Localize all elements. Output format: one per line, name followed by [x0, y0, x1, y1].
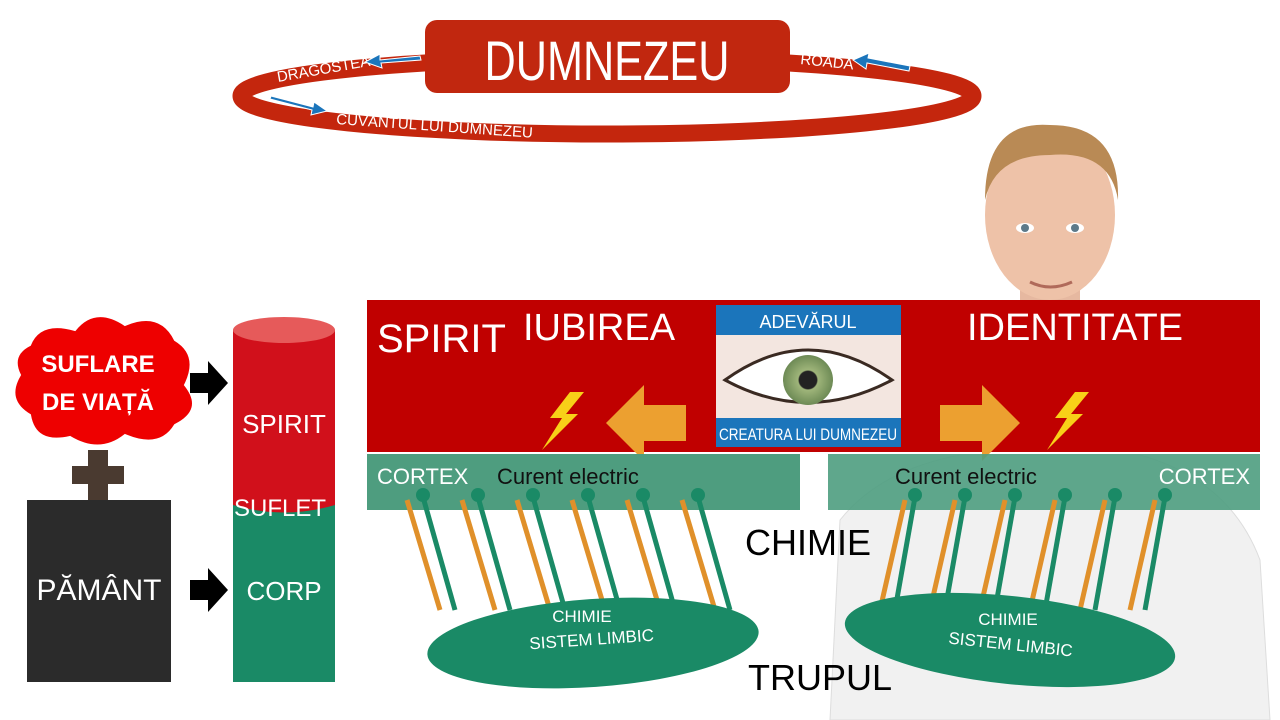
- arrow-right-icon: [190, 568, 228, 612]
- cloud-text-2: DE VIAȚĂ: [42, 388, 154, 416]
- love-title: IUBIREA: [523, 307, 676, 349]
- arrow-right-icon: [940, 385, 1020, 461]
- green-nerve-line: [585, 496, 623, 611]
- limbic-left: [427, 597, 759, 689]
- cloud-text-1: SUFLARE: [41, 351, 154, 378]
- green-nerve-line: [892, 496, 918, 611]
- spirit-band: SPIRIT IUBIREA IDENTITATE ADEVĂRUL CREAT…: [367, 300, 1260, 461]
- synapse-dot: [636, 488, 650, 502]
- green-nerve-line: [420, 496, 458, 611]
- limbic-left-1: CHIMIE: [552, 607, 612, 626]
- arrow-left-icon: [851, 52, 911, 72]
- spirit-label: SPIRIT: [377, 317, 506, 361]
- green-nerve-line: [1042, 496, 1068, 611]
- current-right-label: Curent electric: [895, 464, 1037, 489]
- green-nerve-line: [475, 496, 513, 611]
- body-label: TRUPUL: [748, 657, 892, 698]
- orange-nerve-line: [977, 499, 1008, 611]
- cortex-left-label: CORTEX: [377, 464, 469, 489]
- cylinder-top: [233, 317, 335, 343]
- plus-icon: [72, 450, 124, 500]
- orange-nerve-line: [1077, 499, 1108, 611]
- arrow-left-icon: [363, 53, 422, 69]
- arrow-right-icon: [190, 361, 228, 405]
- green-nerve-line: [640, 496, 678, 611]
- cortex-right: [828, 454, 1260, 510]
- identity-title: IDENTITATE: [967, 307, 1183, 349]
- synapse-dot: [471, 488, 485, 502]
- cortex: CORTEX Curent electric CORTEX Curent ele…: [367, 454, 1260, 510]
- lightning-icon: [1047, 392, 1089, 450]
- orange-nerve-line: [624, 499, 663, 611]
- fruit-label: ROADĂ: [800, 51, 855, 73]
- synapse-dot: [581, 488, 595, 502]
- green-nerve-line: [1092, 496, 1118, 611]
- earth-box: [27, 500, 171, 682]
- synapse-dot: [1008, 488, 1022, 502]
- orange-nerve-line: [569, 499, 608, 611]
- synapse-dot: [691, 488, 705, 502]
- cortex-left: [367, 454, 800, 510]
- orange-nerve-line: [514, 499, 553, 611]
- cylinder-body-label: CORP: [246, 576, 321, 606]
- current-left-label: Curent electric: [497, 464, 639, 489]
- synapse-dot: [1058, 488, 1072, 502]
- green-nerve-line: [1142, 496, 1168, 611]
- synapse-dot: [416, 488, 430, 502]
- green-nerve-line: [530, 496, 568, 611]
- orange-nerve-line: [877, 499, 908, 611]
- synapse-dot: [526, 488, 540, 502]
- cylinder-spirit-label: SPIRIT: [242, 409, 326, 439]
- nerve-lines: [404, 488, 1172, 611]
- synapse-dot: [908, 488, 922, 502]
- orange-nerve-line: [679, 499, 718, 611]
- limbic-right-1: CHIMIE: [978, 610, 1038, 629]
- creature-label: CREATURA LUI DUMNEZEU: [719, 425, 897, 444]
- love-label: DRAGOSTEA: [276, 53, 372, 86]
- green-nerve-line: [942, 496, 968, 611]
- cylinder-body: [233, 505, 335, 682]
- truth-label: ADEVĂRUL: [759, 312, 856, 332]
- breath-cloud: [13, 315, 194, 447]
- god-title: DUMNEZEU: [485, 29, 730, 92]
- earth-label: PĂMÂNT: [36, 574, 161, 607]
- lightning-icon: [542, 392, 584, 450]
- arrow-right-icon: [269, 95, 329, 116]
- synapse-dot: [1108, 488, 1122, 502]
- arrow-left-icon: [606, 385, 686, 461]
- creation-panel: SUFLARE DE VIAȚĂ PĂMÂNT SPIRIT SUFLET CO…: [13, 315, 335, 682]
- chemistry-label: CHIMIE: [745, 522, 871, 563]
- eye-image: ADEVĂRUL CREATURA LUI DUMNEZEU: [716, 305, 901, 447]
- orange-nerve-line: [1027, 499, 1058, 611]
- cylinder-soul-label: SUFLET: [234, 495, 326, 522]
- limbic-right: [844, 592, 1176, 688]
- green-nerve-line: [695, 496, 733, 611]
- cylinder-spirit: [233, 330, 335, 513]
- orange-nerve-line: [1127, 499, 1158, 611]
- synapse-dot: [958, 488, 972, 502]
- cortex-right-label: CORTEX: [1159, 464, 1251, 489]
- orange-nerve-line: [927, 499, 958, 611]
- synapse-dot: [1158, 488, 1172, 502]
- orange-nerve-line: [404, 499, 443, 611]
- green-nerve-line: [992, 496, 1018, 611]
- orange-nerve-line: [459, 499, 498, 611]
- god-box: [425, 20, 790, 93]
- god-cycle: DUMNEZEU DRAGOSTEA ROADĂ CUVÂNTUL LUI DU…: [232, 20, 982, 143]
